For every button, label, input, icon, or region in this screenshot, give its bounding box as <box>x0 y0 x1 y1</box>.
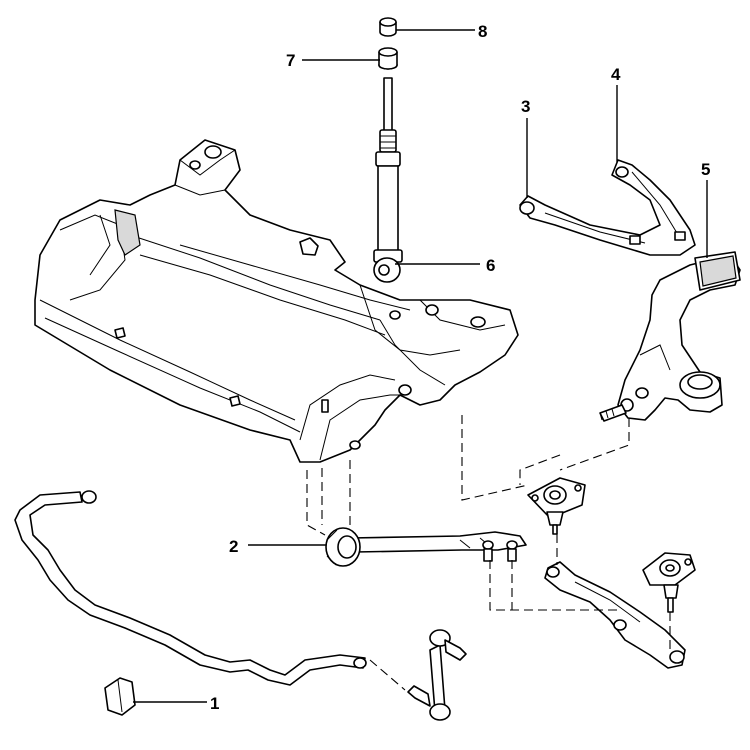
lower-control-arm <box>325 527 527 567</box>
subframe <box>34 139 519 463</box>
callout-3: 3 <box>521 97 530 116</box>
lower-arm-right <box>544 552 696 669</box>
stabilizer-bushing <box>104 677 136 716</box>
shock-bushing-upper <box>379 17 397 37</box>
callout-7: 7 <box>286 51 295 70</box>
upper-control-arm <box>519 159 696 256</box>
callout-4: 4 <box>611 65 621 84</box>
stabilizer-bar <box>14 490 367 686</box>
steering-knuckle <box>599 251 741 422</box>
callout-leaders <box>133 29 708 703</box>
callout-2: 2 <box>229 537 238 556</box>
ball-joint-plate <box>527 477 586 535</box>
shock-absorber <box>373 77 403 283</box>
shock-bushing-lower <box>378 47 398 70</box>
callout-1: 1 <box>210 694 219 713</box>
stabilizer-link <box>407 629 467 721</box>
callout-5: 5 <box>701 160 710 179</box>
callout-labels: 1 2 3 4 5 6 7 8 <box>210 22 710 713</box>
callout-8: 8 <box>478 22 487 41</box>
assembly-lines <box>306 415 671 691</box>
callout-6: 6 <box>486 256 495 275</box>
